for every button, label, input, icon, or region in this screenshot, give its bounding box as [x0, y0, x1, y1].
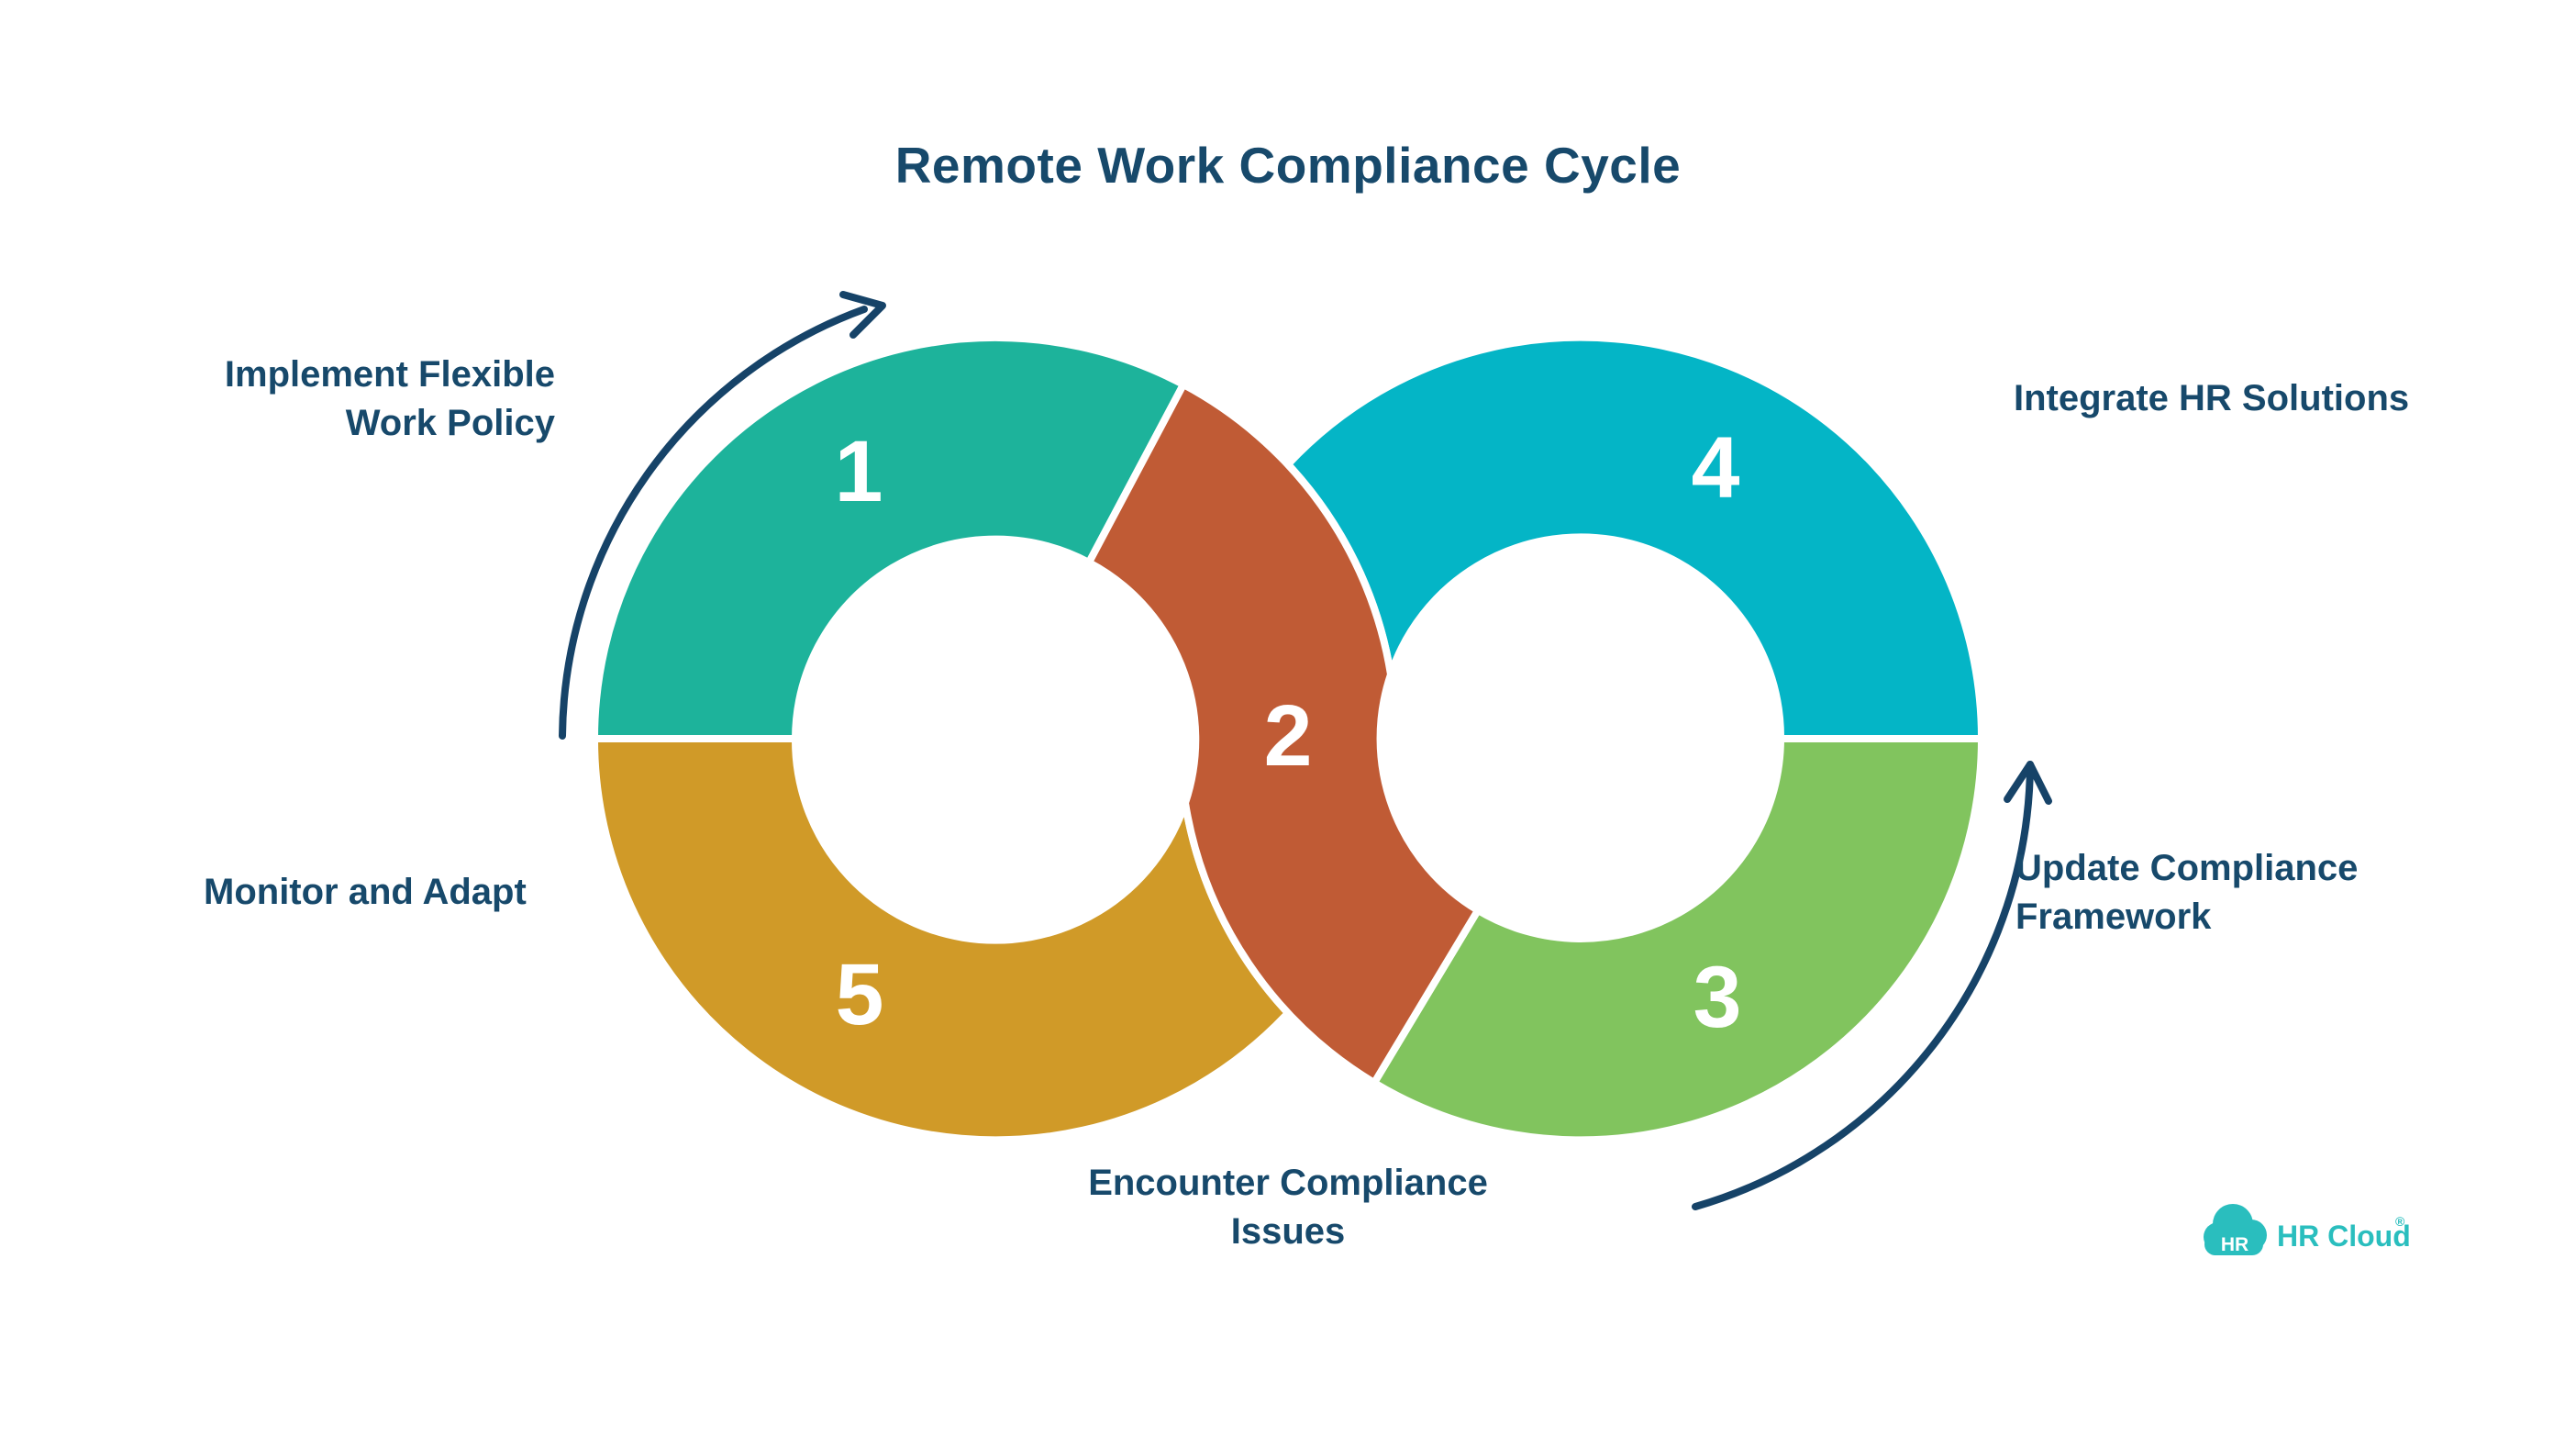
cycle-arrow-top-left-icon [559, 291, 886, 740]
label-step-1-line-2: Work Policy [345, 403, 555, 443]
label-step-4: Integrate HR Solutions [2014, 374, 2409, 423]
segment-4-integrate-hr-solutions [1284, 333, 1985, 742]
step-2-number: 2 [1264, 687, 1313, 785]
segment-2-encounter-compliance-issues [1085, 381, 1482, 1086]
label-step-2-line-1: Encounter Compliance [1088, 1163, 1488, 1203]
hr-cloud-icon: HR [2204, 1204, 2267, 1255]
hr-cloud-logo: HR HR Cloud ® [2204, 1204, 2411, 1255]
label-step-5-line-1: Monitor and Adapt [204, 872, 527, 912]
step-5-number: 5 [836, 946, 884, 1043]
label-step-3: Update Compliance Framework [2015, 844, 2358, 941]
label-step-3-line-2: Framework [2015, 897, 2212, 937]
label-step-3-line-1: Update Compliance [2015, 848, 2359, 888]
segment-3-update-compliance-framework [1371, 735, 1985, 1144]
step-3-number: 3 [1693, 949, 1742, 1046]
logo-wordmark: HR Cloud [2277, 1220, 2411, 1253]
logo-registered-mark: ® [2395, 1214, 2405, 1229]
page-title: Remote Work Compliance Cycle [894, 137, 1682, 194]
cycle-arrow-bottom-right-icon [1692, 761, 2052, 1210]
label-step-2-line-2: Issues [1230, 1211, 1346, 1252]
label-step-1-line-1: Implement Flexible [224, 354, 555, 395]
step-4-number: 4 [1692, 419, 1740, 517]
label-step-2: Encounter Compliance Issues [1013, 1159, 1563, 1256]
logo-badge-text: HR [2221, 1234, 2248, 1255]
segment-1-implement-flexible-work-policy [591, 333, 1187, 742]
step-1-number: 1 [835, 423, 883, 520]
label-step-5: Monitor and Adapt [204, 868, 527, 917]
label-step-1: Implement Flexible Work Policy [225, 351, 555, 448]
label-step-4-line-1: Integrate HR Solutions [2014, 378, 2410, 418]
